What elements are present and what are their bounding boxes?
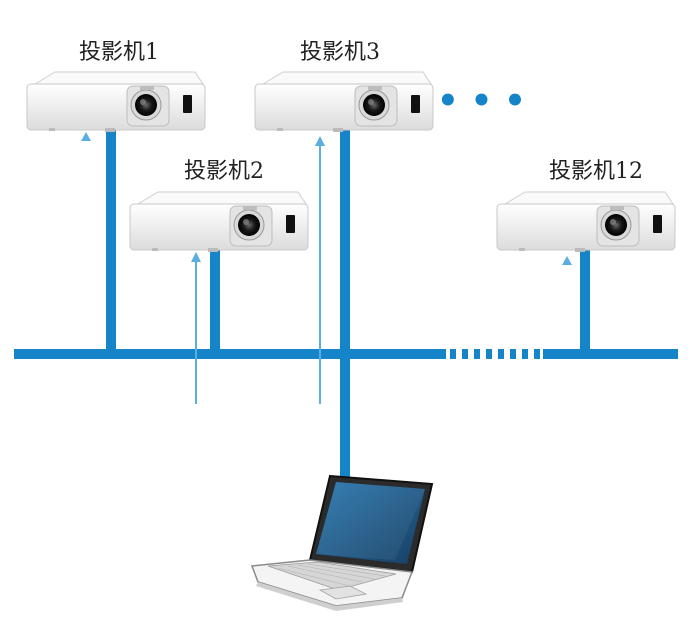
arrow-up-icon bbox=[81, 132, 91, 141]
cable-laptop bbox=[340, 354, 350, 479]
projector-icon bbox=[496, 191, 676, 253]
network-bus-dashed bbox=[450, 349, 540, 359]
more-projectors-indicator: • • • bbox=[437, 81, 526, 121]
network-bus-left bbox=[14, 349, 446, 359]
arrow-up-icon bbox=[191, 252, 201, 262]
projector-label: 投影机12 bbox=[549, 159, 643, 184]
signal-line-projector2 bbox=[191, 252, 201, 404]
network-bus-right bbox=[543, 349, 678, 359]
projector-icon bbox=[254, 71, 434, 133]
projector-icon bbox=[129, 191, 309, 253]
signal-line-projector3 bbox=[315, 136, 325, 404]
cable-projector1 bbox=[106, 130, 116, 354]
projector-label: 投影机1 bbox=[79, 40, 159, 65]
projector-12: 投影机12 bbox=[496, 159, 676, 253]
projector-label: 投影机2 bbox=[184, 159, 264, 184]
projector-label: 投影机3 bbox=[300, 40, 380, 65]
cable-projector12 bbox=[580, 250, 590, 354]
laptop-icon bbox=[250, 474, 434, 611]
cable-projector3 bbox=[340, 130, 350, 354]
cable-projector2 bbox=[210, 250, 220, 354]
arrow-up-icon bbox=[315, 136, 325, 146]
projector-1: 投影机1 bbox=[26, 40, 206, 133]
projector-3: 投影机3 bbox=[254, 40, 434, 133]
projector-2: 投影机2 bbox=[129, 159, 309, 253]
arrow-up-icon bbox=[562, 256, 572, 265]
projector-icon bbox=[26, 71, 206, 133]
